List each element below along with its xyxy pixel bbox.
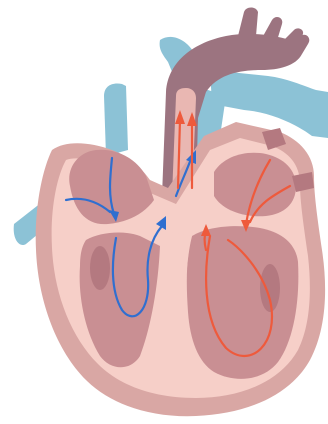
superior-vena-cava — [104, 84, 128, 157]
aorta-branch-1 — [238, 8, 258, 37]
papillary-muscle-right — [90, 246, 110, 290]
left-atrium — [214, 153, 296, 217]
